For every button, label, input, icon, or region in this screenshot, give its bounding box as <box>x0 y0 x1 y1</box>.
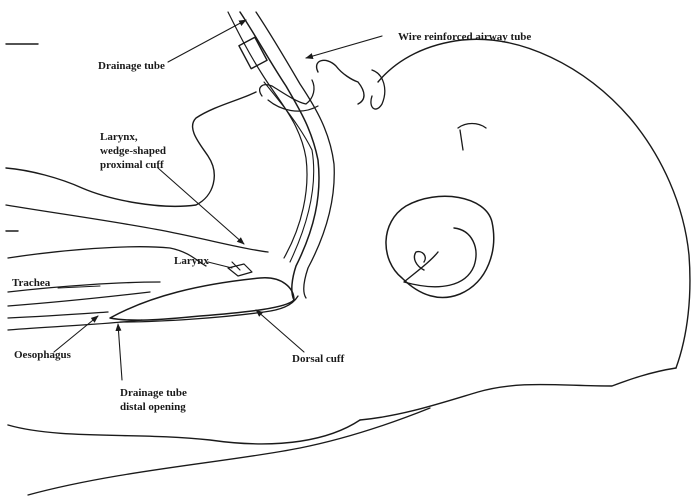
label-larynx: Larynx <box>174 255 209 267</box>
oesophagus-upper <box>8 312 108 318</box>
label-drainage-tube: Drainage tube <box>98 60 165 72</box>
label-proximal-cuff-line2: wedge-shaped <box>100 145 166 157</box>
arrow-oesophagus <box>54 316 98 352</box>
ear-outer <box>386 196 494 297</box>
body-outline <box>8 420 360 444</box>
arrow-larynx <box>208 262 232 268</box>
head-outline <box>378 39 690 368</box>
throat-back <box>6 205 268 252</box>
label-proximal-cuff-line1: Larynx, <box>100 131 138 143</box>
dorsal-cuff <box>120 296 298 322</box>
face-profile <box>317 60 364 104</box>
neck-outline <box>360 368 676 420</box>
larynx-mark <box>228 262 252 276</box>
shoulder-outline <box>28 408 430 495</box>
arrow-drainage-distal <box>118 324 122 380</box>
trachea-lower <box>8 292 150 306</box>
arrow-drainage-tube <box>168 20 246 62</box>
label-proximal-cuff-line3: proximal cuff <box>100 159 164 171</box>
arrow-airway-tube <box>306 36 382 58</box>
label-wire-reinforced-airway-tube: Wire reinforced airway tube <box>398 31 531 43</box>
label-oesophagus: Oesophagus <box>14 349 72 361</box>
label-drainage-distal-line1: Drainage tube <box>120 387 187 399</box>
label-trachea: Trachea <box>12 277 51 289</box>
arrow-dorsal-cuff <box>256 310 304 352</box>
airway-tube-outer <box>240 12 319 300</box>
drainage-tube-line-2 <box>264 82 314 262</box>
ear-canal <box>414 252 425 270</box>
proximal-cuff <box>110 278 294 320</box>
airway-tube-inner <box>256 12 334 298</box>
eye <box>458 124 486 151</box>
label-dorsal-cuff: Dorsal cuff <box>292 353 345 365</box>
label-drainage-distal-line2: distal opening <box>120 401 186 413</box>
